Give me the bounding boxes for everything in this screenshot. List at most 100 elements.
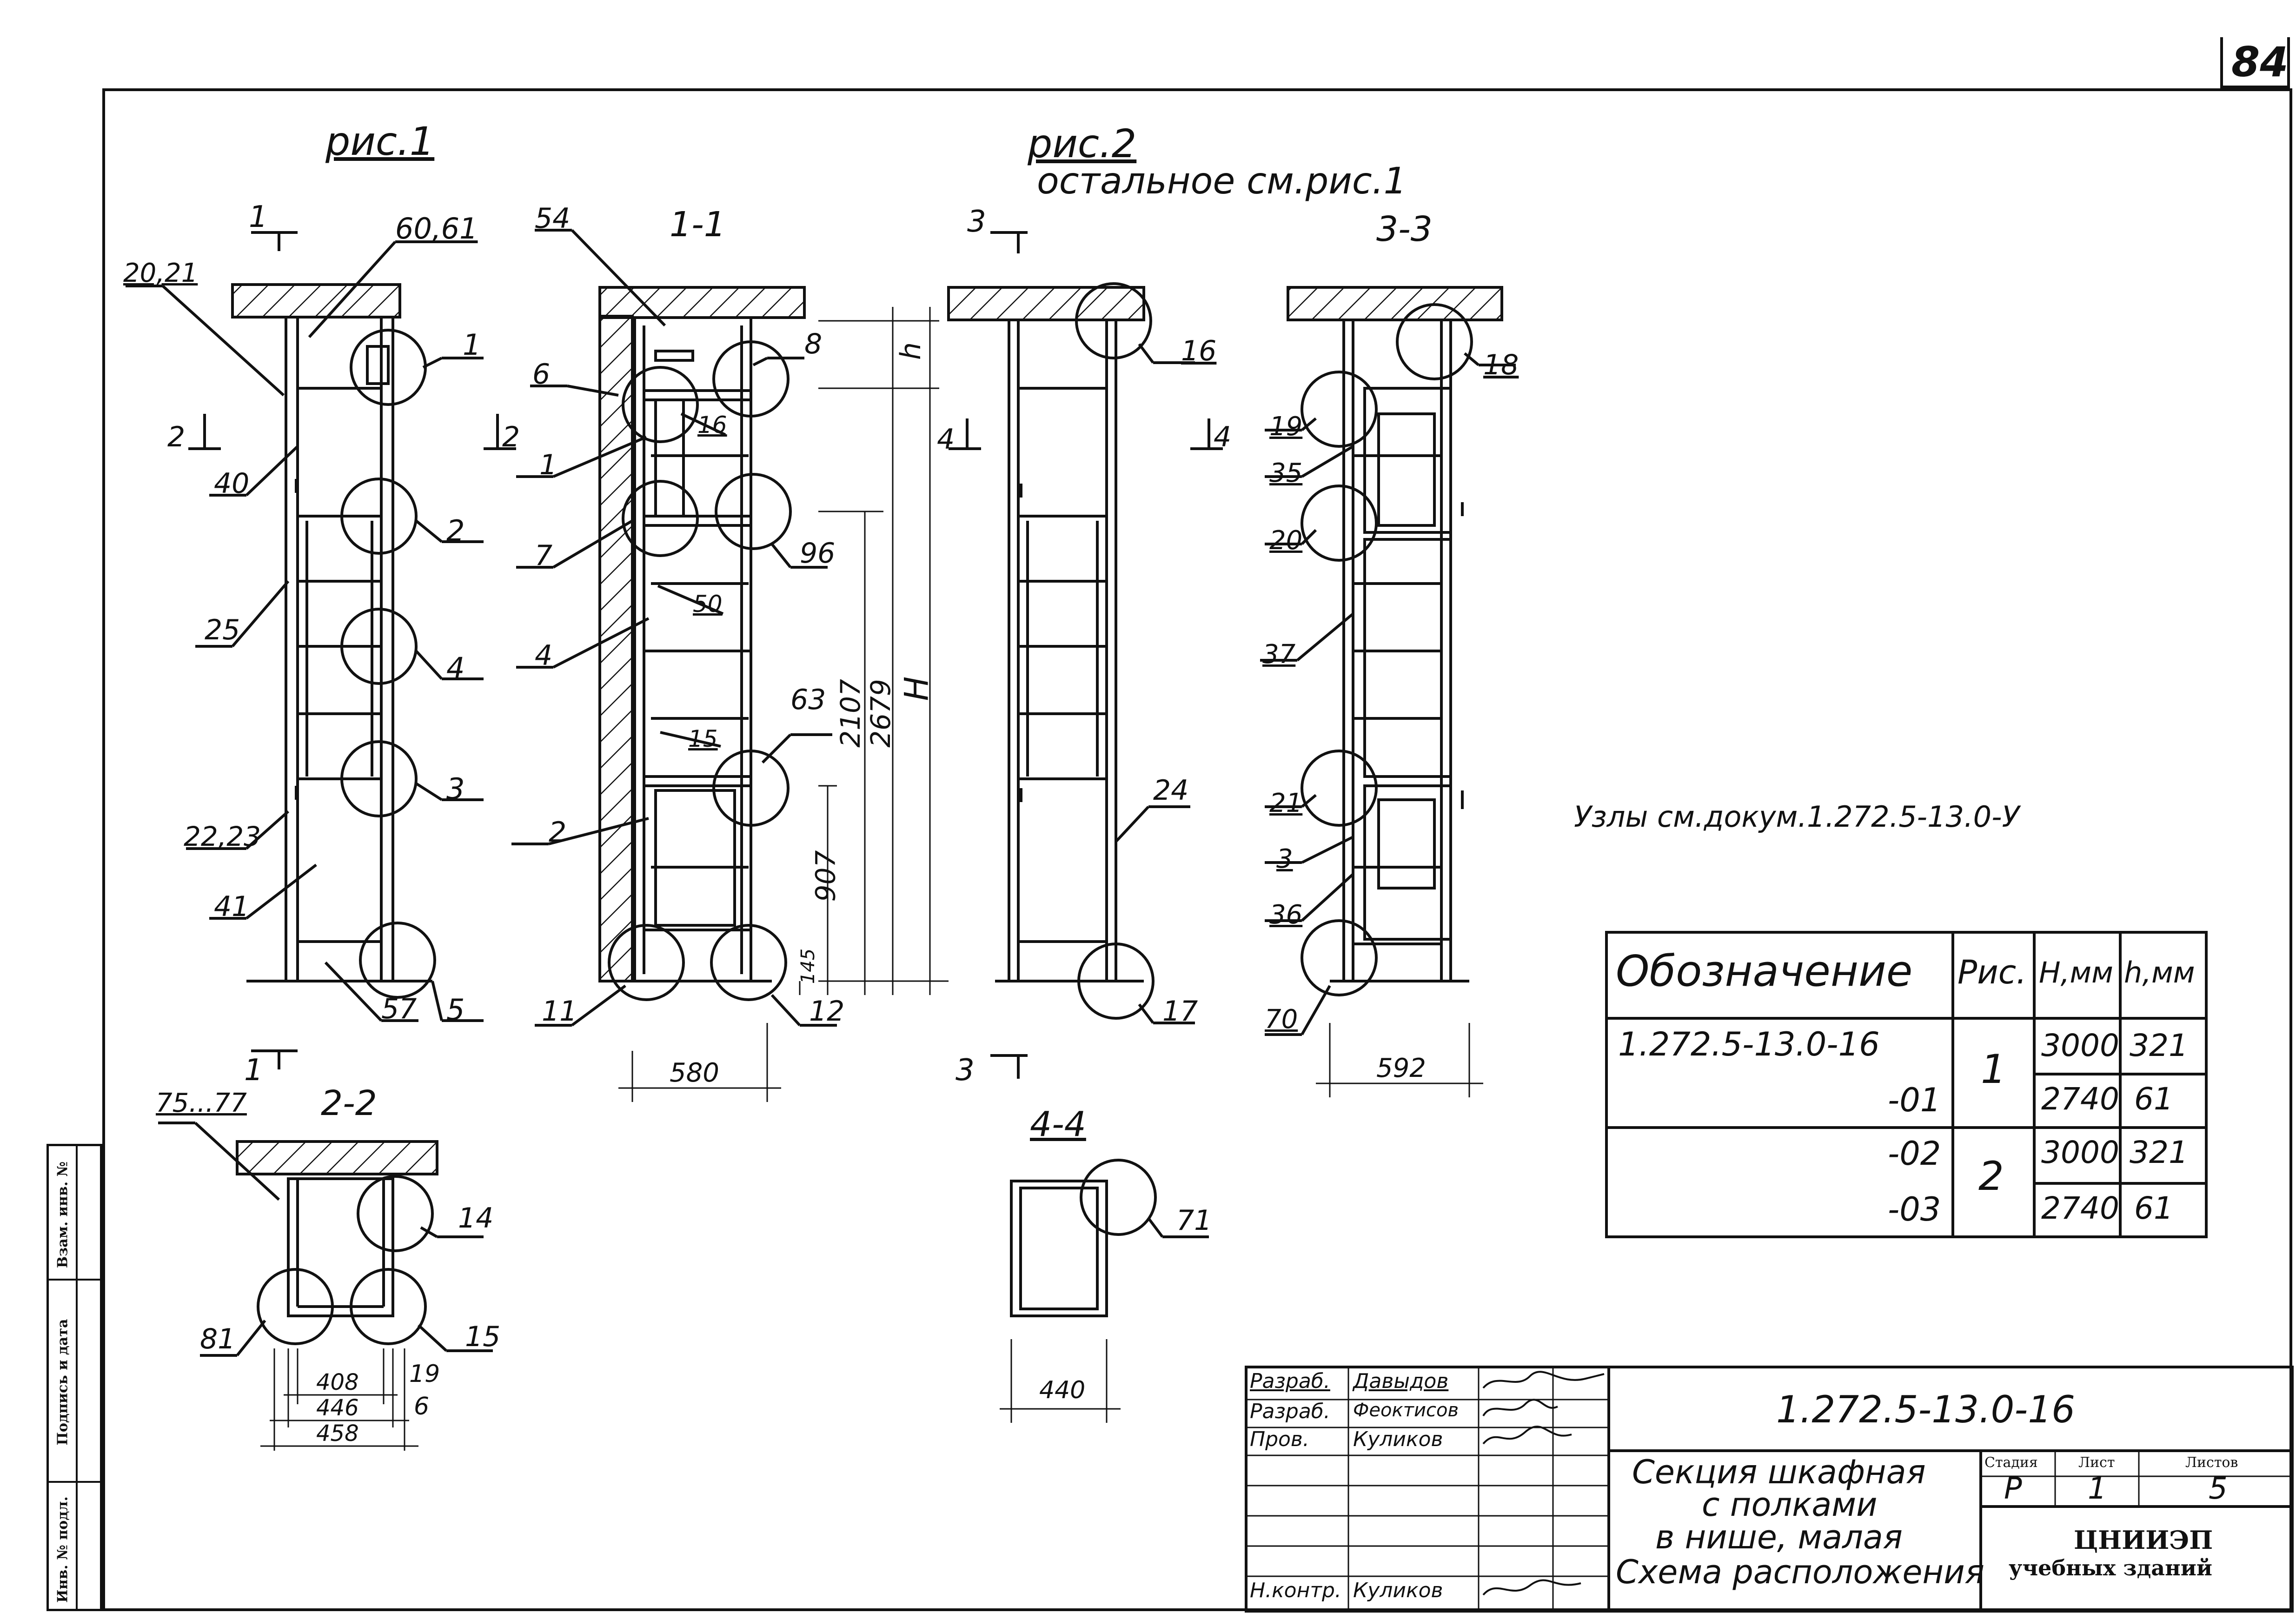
dim-446: 446 <box>316 1395 359 1421</box>
s11-leader-6: 6 <box>532 358 551 391</box>
title-role-2: Пров. <box>1250 1427 1309 1451</box>
org-sub: учебных зданий <box>2009 1555 2213 1580</box>
title-block-grid <box>1245 1366 2294 1613</box>
s11-leader-54: 54 <box>535 202 571 235</box>
fig1-leader-41: 41 <box>214 890 250 923</box>
fig1-leader-4: 4 <box>446 651 465 685</box>
title-line-3: Схема расположения <box>1616 1553 1984 1591</box>
dim-2679: 2679 <box>864 679 896 748</box>
s33-leader-37: 37 <box>1262 639 1296 670</box>
signatures <box>1482 1371 1605 1596</box>
table-row-1-h: 61 <box>2134 1081 2173 1117</box>
s33-leader-20: 20 <box>1269 525 1303 556</box>
stage-header: Стадия <box>1984 1454 2038 1471</box>
table-row-3-h: 61 <box>2134 1190 2173 1226</box>
table-row-2-designation: -02 <box>1888 1135 1941 1173</box>
table-row-0-fig: 1 <box>1981 1046 2006 1093</box>
cut-mark-4-left: 4 <box>937 423 955 456</box>
section-label-1-1: 1-1 <box>670 205 726 245</box>
title-name-0: Давыдов <box>1353 1369 1449 1393</box>
section-4-4-drawing <box>1000 1159 1209 1423</box>
org-name: ЦНИИЭП <box>2074 1525 2213 1555</box>
s33-leader-3: 3 <box>1276 844 1293 874</box>
fig1-leader-20-21: 20,21 <box>123 258 198 288</box>
variants-table-grid <box>1605 931 2208 1238</box>
fig1-leader-1: 1 <box>463 328 481 362</box>
table-row-1-H: 2740 <box>2041 1081 2119 1117</box>
table-row-1-designation: -01 <box>1888 1081 1941 1119</box>
table-row-3-H: 2740 <box>2041 1190 2119 1226</box>
s11-leader-8: 8 <box>804 328 823 360</box>
s11-leader-96: 96 <box>800 537 836 570</box>
cut-mark-1-bottom: 1 <box>244 1053 263 1088</box>
s22-leader-14: 14 <box>458 1202 494 1235</box>
drawing-frame <box>102 88 2292 1611</box>
stage-value: Р <box>2004 1472 2022 1506</box>
title-name-1: Феоктисов <box>1353 1400 1459 1421</box>
section-label-2-2: 2-2 <box>321 1083 377 1123</box>
title-role-0: Разраб. <box>1250 1369 1330 1393</box>
table-row-2-H: 3000 <box>2041 1135 2119 1170</box>
fig1-leader-57: 57 <box>381 993 417 1025</box>
sheet-header: Лист <box>2078 1454 2115 1471</box>
s11-leader-12: 12 <box>809 995 845 1028</box>
cut-mark-1-top: 1 <box>249 200 268 234</box>
s22-leader-75-77: 75...77 <box>156 1088 247 1118</box>
s11-leader-1: 1 <box>539 449 557 481</box>
figure2-label: рис.2 <box>1028 121 1137 166</box>
section-label-3-3: 3-3 <box>1376 209 1433 249</box>
fig1-leader-60-61: 60,61 <box>395 212 478 246</box>
sheets-value: 5 <box>2209 1472 2228 1506</box>
title-role-3: Н.контр. <box>1250 1579 1341 1602</box>
section-3-3-drawing <box>1260 286 1516 1097</box>
s33-leader-21: 21 <box>1269 788 1303 818</box>
nodes-note: Узлы см.докум.1.272.5-13.0-У <box>1574 800 2020 834</box>
section-2-2-drawing <box>158 1122 493 1451</box>
cut-mark-2-right: 2 <box>502 421 520 453</box>
s11-leader-15: 15 <box>688 725 718 752</box>
table-row-2-fig: 2 <box>1978 1153 2004 1200</box>
table-row-0-h: 321 <box>2130 1028 2188 1063</box>
s11-leader-63: 63 <box>790 684 826 716</box>
cut-mark-4-right: 4 <box>1214 421 1232 453</box>
table-row-0-designation: 1.272.5-13.0-16 <box>1618 1025 1880 1063</box>
s11-leader-7: 7 <box>535 539 553 572</box>
table-header-h: h,мм <box>2124 956 2195 989</box>
title-line-2: в нише, малая <box>1655 1518 1903 1556</box>
dim-19: 19 <box>409 1360 440 1388</box>
fig1-leader-22-23: 22,23 <box>184 821 261 852</box>
dim-6: 6 <box>414 1393 430 1421</box>
dim-580: 580 <box>670 1058 719 1088</box>
dim-458: 458 <box>316 1421 359 1447</box>
sheets-header: Листов <box>2185 1454 2238 1471</box>
table-row-2-h: 321 <box>2130 1135 2188 1170</box>
table-row-0-H: 3000 <box>2041 1028 2119 1063</box>
section-label-4-4: 4-4 <box>1030 1104 1086 1144</box>
s11-leader-2: 2 <box>549 816 567 849</box>
side-stamp: Взам. инв. № Подпись и дата Инв. № подл. <box>46 1144 102 1611</box>
s22-leader-81: 81 <box>200 1323 236 1355</box>
title-name-2: Куликов <box>1353 1427 1443 1451</box>
table-header-fig: Рис. <box>1958 953 2027 991</box>
dim-h: h <box>895 342 928 360</box>
fig1-leader-3: 3 <box>446 772 465 806</box>
title-line-1: с полками <box>1702 1486 1878 1524</box>
table-header-designation: Обозначение <box>1616 946 1913 996</box>
fig2-leader-16: 16 <box>1181 335 1217 367</box>
s33-leader-36: 36 <box>1269 900 1303 930</box>
s33-leader-18: 18 <box>1483 349 1519 381</box>
fig1-leader-2: 2 <box>446 514 465 548</box>
s11-leader-4: 4 <box>535 639 553 672</box>
s11-leader-16: 16 <box>697 412 727 438</box>
fig1-leader-40: 40 <box>214 467 250 500</box>
figure2-note: остальное см.рис.1 <box>1037 160 1407 202</box>
s11-leader-50: 50 <box>693 591 723 617</box>
s11-leader-11: 11 <box>542 995 577 1028</box>
fig2-leader-17: 17 <box>1162 995 1198 1028</box>
fig1-drawing <box>126 231 516 1069</box>
sheet-number-box: 84 <box>2220 37 2290 88</box>
table-row-3-designation: -03 <box>1888 1190 1941 1228</box>
sheet-value: 1 <box>2088 1472 2107 1506</box>
title-line-0: Секция шкафная <box>1632 1453 1926 1491</box>
